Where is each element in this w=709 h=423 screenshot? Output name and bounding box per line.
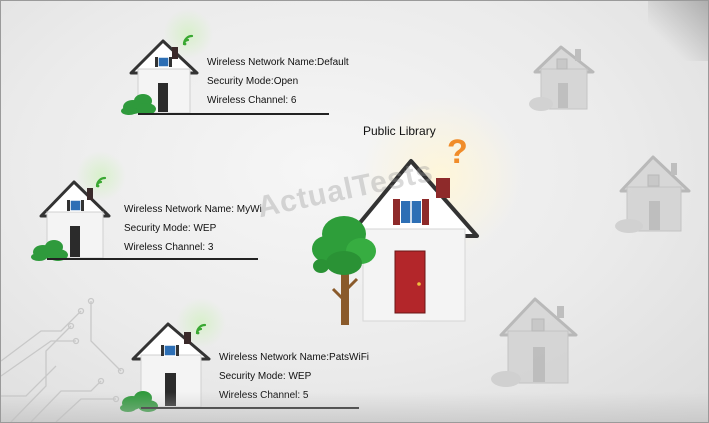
wireless-channel: Wireless Channel: 3	[124, 242, 214, 253]
faded-house-1	[529, 45, 595, 111]
house-icon	[131, 322, 211, 408]
network-name: Wireless Network Name:Default	[207, 57, 349, 68]
library-title: Public Library	[363, 124, 436, 138]
house-icon	[529, 45, 595, 111]
network-info-patswifi: Wireless Network Name:PatsWiFi Security …	[219, 348, 369, 405]
wireless-channel: Wireless Channel: 6	[207, 95, 297, 106]
house-icon	[615, 155, 691, 233]
network-info-default: Wireless Network Name:Default Security M…	[207, 53, 349, 110]
circuit-lines-icon	[1, 297, 125, 422]
wifi-icon	[182, 34, 194, 46]
house-default	[121, 9, 213, 115]
wifi-icon	[195, 323, 207, 335]
house-icon	[347, 159, 479, 322]
network-name: Wireless Network Name:PatsWiFi	[219, 352, 370, 363]
public-library-house	[312, 96, 521, 325]
faded-house-3	[491, 297, 578, 387]
faded-house-2	[615, 155, 691, 233]
network-name: Wireless Network Name: MyWi	[124, 204, 262, 215]
house-patswifi	[120, 298, 226, 412]
tree-icon	[312, 216, 376, 325]
house-icon	[491, 297, 578, 387]
security-mode: Security Mode: WEP	[124, 223, 217, 234]
security-mode: Security Mode:Open	[207, 76, 299, 87]
house-mywi	[31, 151, 126, 261]
wifi-icon	[95, 176, 107, 188]
shrub-icon	[121, 94, 156, 115]
wireless-channel: Wireless Channel: 5	[219, 390, 309, 401]
security-mode: Security Mode: WEP	[219, 371, 312, 382]
network-info-mywi: Wireless Network Name: MyWi Security Mod…	[124, 200, 262, 257]
question-mark-icon: ?	[447, 133, 468, 171]
